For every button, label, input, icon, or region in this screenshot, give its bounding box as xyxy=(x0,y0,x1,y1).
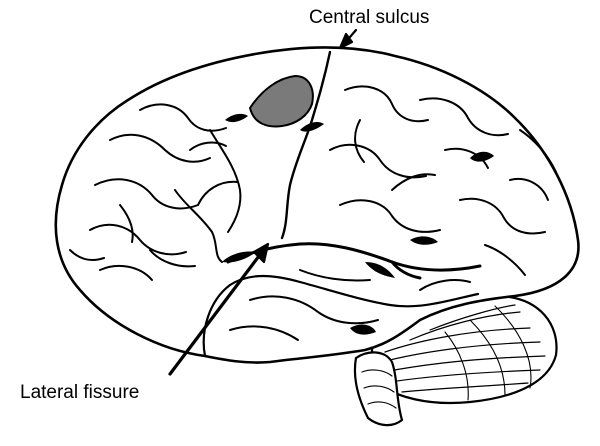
central-sulcus-arrow xyxy=(338,28,358,50)
lateral-fissure-arrow xyxy=(168,242,270,376)
cerebrum-outline xyxy=(54,46,580,364)
lateral-fissure-label: Lateral fissure xyxy=(20,382,140,403)
brainstem xyxy=(353,351,404,427)
central-sulcus-label: Central sulcus xyxy=(309,7,430,28)
central-sulcus-region xyxy=(249,75,314,128)
